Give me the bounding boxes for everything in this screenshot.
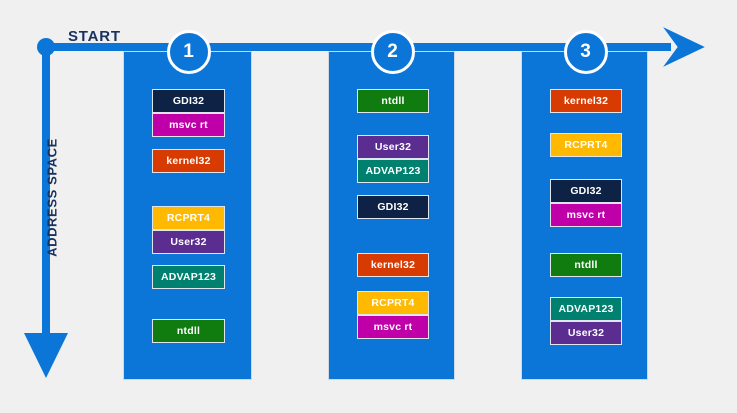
module-box-rcprt4: RCPRT4 — [357, 291, 429, 315]
module-box-user32: User32 — [152, 230, 225, 254]
module-box-advap123: ADVAP123 — [152, 265, 225, 289]
module-box-gdi32: GDI32 — [152, 89, 225, 113]
column-number-badge: 2 — [370, 30, 415, 74]
module-box-rcprt4: RCPRT4 — [550, 133, 622, 157]
module-box-rcprt4: RCPRT4 — [152, 206, 225, 230]
module-box-msvc-rt: msvc rt — [357, 315, 429, 339]
module-box-user32: User32 — [357, 135, 429, 159]
module-box-kernel32: kernel32 — [550, 89, 622, 113]
arrow-down-icon — [24, 333, 68, 378]
module-box-ntdll: ntdll — [550, 253, 622, 277]
column-number-badge: 3 — [563, 30, 608, 74]
address-space-axis-label: ADDRESS SPACE — [44, 138, 60, 257]
address-space-axis-line — [42, 47, 50, 343]
module-box-msvc-rt: msvc rt — [152, 113, 225, 137]
module-box-ntdll: ntdll — [357, 89, 429, 113]
module-box-gdi32: GDI32 — [550, 179, 622, 203]
module-box-advap123: ADVAP123 — [357, 159, 429, 183]
module-box-advap123: ADVAP123 — [550, 297, 622, 321]
start-label: START — [68, 28, 121, 45]
module-box-msvc-rt: msvc rt — [550, 203, 622, 227]
timeline-axis-line — [46, 43, 671, 51]
module-box-kernel32: kernel32 — [357, 253, 429, 277]
column-number-badge: 1 — [166, 30, 211, 74]
module-box-gdi32: GDI32 — [357, 195, 429, 219]
module-box-ntdll: ntdll — [152, 319, 225, 343]
module-box-kernel32: kernel32 — [152, 149, 225, 173]
module-box-user32: User32 — [550, 321, 622, 345]
